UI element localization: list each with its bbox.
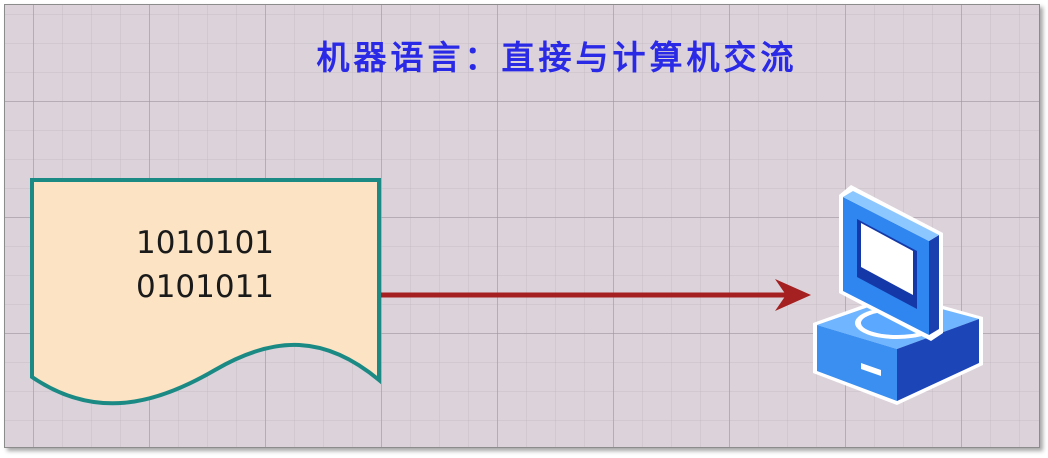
document-line-1: 1010101 [135,225,275,261]
computer-icon [813,185,983,405]
arrow-head [775,279,811,311]
document-line-2: 0101011 [135,269,275,305]
diagram-graphics [30,178,983,406]
diagram-canvas: 机器语言：直接与计算机交流 1010101 0101011 [4,4,1040,448]
document-shape [30,178,381,406]
diagram-title: 机器语言：直接与计算机交流 [316,38,798,77]
